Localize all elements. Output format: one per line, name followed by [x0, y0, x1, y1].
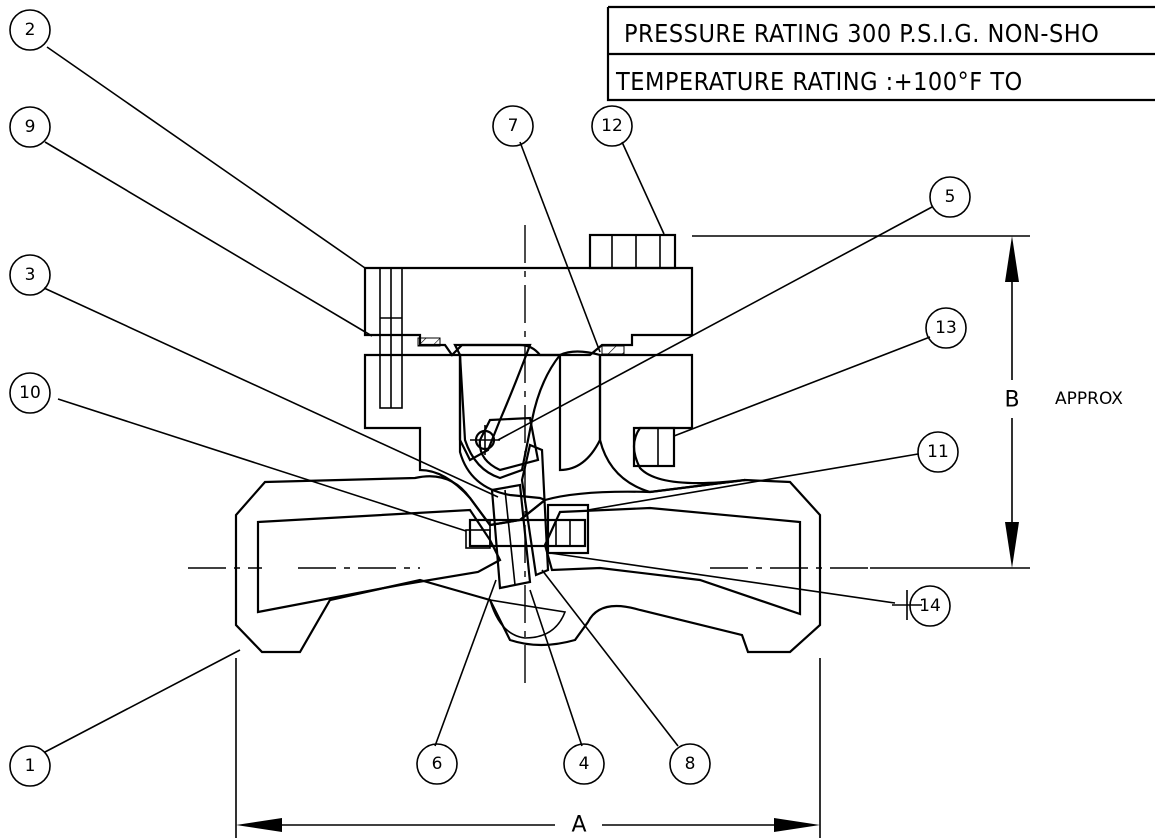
title-block: PRESSURE RATING 300 P.S.I.G. NON-SHO TEM… — [606, 5, 1155, 102]
balloon-13: 13 — [925, 307, 967, 349]
svg-text:1: 1 — [25, 756, 36, 776]
balloon-11: 11 — [917, 431, 959, 473]
svg-text:2: 2 — [25, 20, 36, 40]
dimension-b: B APPROX — [692, 235, 1123, 569]
balloon-8: 8 — [669, 743, 711, 785]
pressure-rating-text: PRESSURE RATING 300 P.S.I.G. NON-SHO — [624, 19, 1099, 48]
svg-text:7: 7 — [508, 116, 519, 136]
balloon-7: 7 — [492, 105, 534, 147]
svg-text:11: 11 — [927, 442, 949, 462]
balloon-6: 6 — [416, 743, 458, 785]
balloon-10: 10 — [9, 372, 51, 414]
balloon-9: 9 — [9, 106, 51, 148]
balloon-12: 12 — [591, 105, 633, 147]
dimension-b-note: APPROX — [1055, 389, 1123, 409]
svg-text:10: 10 — [19, 383, 41, 403]
balloon-3: 3 — [9, 254, 51, 296]
disc-assembly — [465, 416, 590, 590]
leader-lines — [43, 46, 933, 753]
temperature-rating-text: TEMPERATURE RATING :+100°F TO — [615, 67, 1023, 96]
svg-text:4: 4 — [579, 754, 590, 774]
svg-text:12: 12 — [601, 116, 623, 136]
valve-cover — [363, 233, 694, 468]
svg-text:3: 3 — [25, 265, 36, 285]
center-lines — [188, 225, 922, 688]
svg-text:8: 8 — [685, 754, 696, 774]
balloon-14: 14 — [909, 585, 951, 627]
balloon-1: 1 — [9, 745, 51, 787]
balloon-2: 2 — [9, 9, 51, 51]
svg-text:13: 13 — [935, 318, 957, 338]
dimension-b-label: B — [1004, 388, 1019, 413]
svg-text:6: 6 — [432, 754, 443, 774]
svg-text:5: 5 — [945, 187, 956, 207]
svg-text:9: 9 — [25, 117, 36, 137]
balloon-5: 5 — [929, 176, 971, 218]
dimension-a: A — [235, 658, 821, 838]
balloon-4: 4 — [563, 743, 605, 785]
part-balloons: 2 9 3 10 1 7 12 5 13 11 14 6 4 8 — [9, 9, 971, 787]
dimension-a-label: A — [571, 813, 586, 838]
valve-body — [234, 350, 822, 654]
svg-text:14: 14 — [919, 596, 941, 616]
